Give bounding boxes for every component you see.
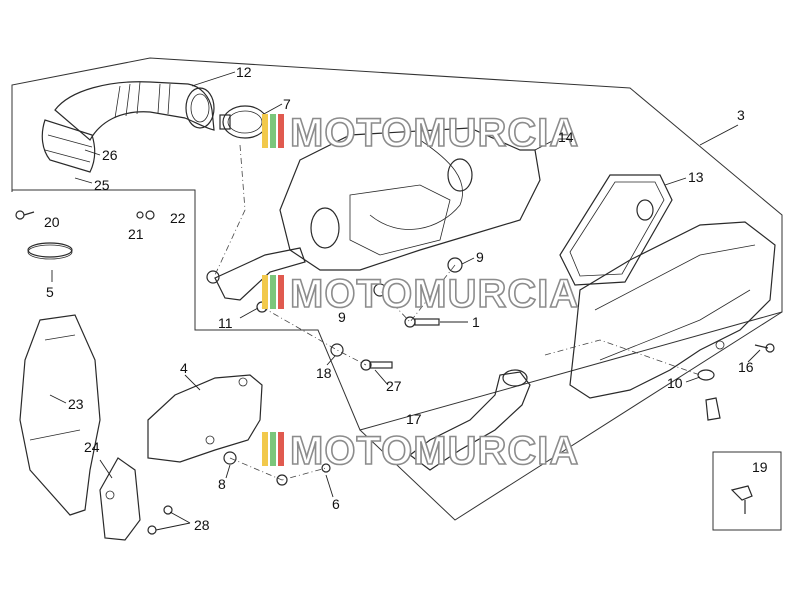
lower-outline-frame [359, 311, 783, 521]
filter-element-13 [559, 174, 673, 286]
leader-3 [699, 124, 739, 146]
wing-bolt-19 [730, 485, 753, 514]
heat-shroud-23 [19, 314, 101, 516]
leader-13 [664, 177, 687, 186]
callout-6: 6 [332, 496, 340, 512]
bolt-1 [404, 316, 440, 328]
watermark-text-middle: MOTOMURCIA [290, 272, 579, 316]
callout-3: 3 [737, 107, 745, 123]
leader-9a [461, 257, 475, 265]
screw-20 [15, 210, 35, 220]
callout-23: 23 [68, 396, 84, 412]
leader-6 [325, 474, 334, 498]
leader-4 [184, 374, 201, 391]
callout-5: 5 [46, 284, 54, 300]
filter-box-14 [279, 127, 541, 271]
leader-25 [74, 177, 93, 184]
leader-7 [261, 103, 283, 116]
assembly-line-e [229, 457, 327, 481]
leader-12 [191, 71, 236, 87]
callout-20: 20 [44, 214, 60, 230]
leader-26 [84, 149, 101, 156]
spacer-9-lower [373, 283, 387, 297]
hose-clamp-7 [219, 105, 268, 139]
guard-24 [99, 457, 141, 541]
air-duct-17 [409, 369, 531, 471]
callout-28: 28 [194, 517, 210, 533]
leader-27 [374, 369, 389, 386]
bracket-4 [147, 374, 263, 463]
washer-21 [136, 211, 144, 219]
leader-8 [225, 464, 231, 479]
callout-24: 24 [84, 439, 100, 455]
callout-1: 1 [472, 314, 480, 330]
screw-27 [360, 359, 393, 371]
leader-16 [747, 349, 761, 363]
watermark-middle: MOTOMURCIA [262, 271, 579, 317]
watermark-bottom: MOTOMURCIA [262, 428, 579, 474]
inset-box-19 [712, 451, 782, 531]
callout-8: 8 [218, 476, 226, 492]
leader-11 [239, 307, 259, 319]
screws-28 [147, 505, 173, 535]
leader-10 [685, 376, 701, 383]
washer-18 [330, 343, 344, 357]
leader-28 [155, 511, 191, 531]
callout-13: 13 [688, 169, 704, 185]
assembly-line-a [214, 144, 246, 276]
air-filter-cover-3 [569, 221, 776, 399]
callout-19: 19 [752, 459, 768, 475]
leader-24 [99, 459, 113, 479]
callout-12: 12 [236, 64, 252, 80]
leader-23 [49, 394, 67, 404]
leader-18 [326, 355, 336, 366]
callout-27: 27 [386, 378, 402, 394]
intake-hose-12 [41, 81, 215, 173]
screw-6 [276, 463, 331, 486]
leader-14 [534, 137, 559, 151]
callout-11: 11 [218, 315, 233, 331]
assembly-line-d [544, 339, 701, 376]
callout-16: 16 [738, 359, 754, 375]
callout-17: 17 [406, 411, 422, 427]
callout-21: 21 [128, 226, 144, 242]
callout-9-lower: 9 [338, 309, 346, 325]
callout-18: 18 [316, 365, 332, 381]
band-clamp-5 [27, 242, 73, 260]
assembly-line-b [261, 306, 367, 366]
callout-26: 26 [102, 147, 118, 163]
watermark-top: MOTOMURCIA [262, 110, 579, 156]
watermark-text-top: MOTOMURCIA [290, 111, 579, 155]
callout-25: 25 [94, 177, 110, 193]
spacer-9-upper [447, 257, 463, 273]
screw-16 [754, 343, 775, 353]
callout-14: 14 [558, 129, 574, 145]
drain-clip-10 [697, 369, 721, 421]
callout-10: 10 [667, 375, 683, 391]
nut-22 [145, 210, 155, 220]
callout-22: 22 [170, 210, 186, 226]
callout-9-upper: 9 [476, 249, 484, 265]
watermark-text-bottom: MOTOMURCIA [290, 429, 579, 473]
callout-7: 7 [283, 96, 291, 112]
spacer-8 [223, 451, 237, 465]
callout-4: 4 [180, 360, 188, 376]
